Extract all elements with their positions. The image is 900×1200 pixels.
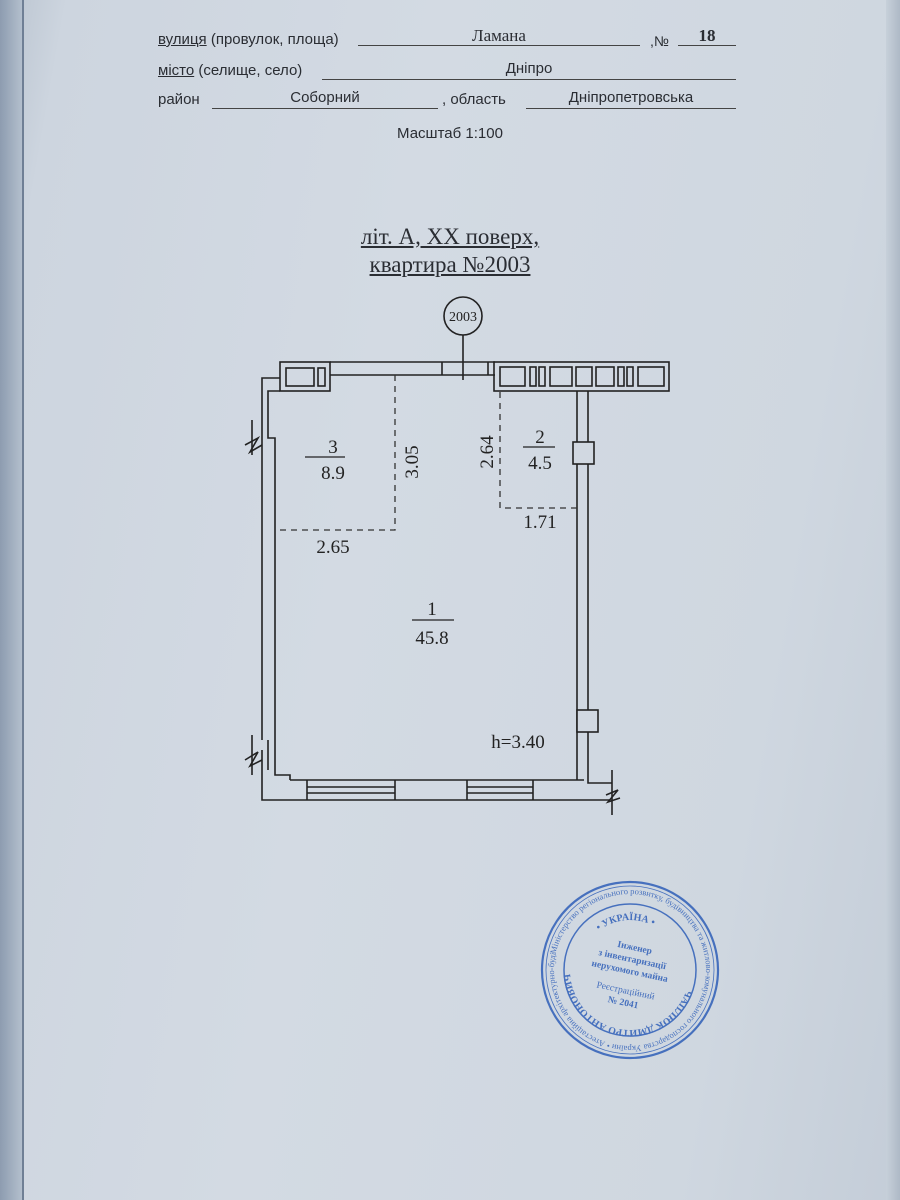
engineer-stamp: Міністерство регіонального розвитку, буд… <box>0 0 900 1070</box>
street-label-rest: (провулок, площа) <box>206 31 339 48</box>
plan-title-line1: літ. А, XX поверх, <box>360 224 540 249</box>
room1-number: 1 <box>427 599 437 620</box>
room3-width-dim: 2.65 <box>316 537 349 558</box>
column-right-upper <box>572 441 595 465</box>
region-label: , область <box>442 91 506 108</box>
district-field: Соборний <box>212 89 438 109</box>
wall-block-top-left <box>279 361 331 392</box>
room1-area: 45.8 <box>415 628 448 649</box>
region-field: Дніпропетровська <box>526 89 736 109</box>
room3-area: 8.9 <box>321 463 345 484</box>
plan-title-line2: квартира №2003 <box>369 252 531 277</box>
binding-edge <box>0 0 22 1200</box>
number-field: 18 <box>678 26 736 46</box>
stamp-country: • УКРАЇНА • <box>593 903 658 944</box>
number-label: ,№ <box>650 33 669 49</box>
svg-text:Міністерство регіонального роз: Міністерство регіонального розвитку, буд… <box>0 0 900 1070</box>
apartment-marker-label: 2003 <box>449 310 477 325</box>
svg-text:• УКРАЇНА •: • УКРАЇНА • <box>593 903 658 944</box>
column-right-lower <box>576 709 599 733</box>
room2-area: 4.5 <box>528 453 552 474</box>
scale-label: Масштаб 1:100 <box>397 125 503 142</box>
stamp-outer-text: Міністерство регіонального розвитку, буд… <box>0 0 900 1070</box>
room2-width-dim: 1.71 <box>523 512 556 533</box>
city-label-main: місто <box>158 62 195 79</box>
district-label: район <box>158 91 200 108</box>
room2-length-dim: 2.64 <box>477 435 498 469</box>
street-label: вулиця (провулок, площа) <box>158 31 339 48</box>
room3-number: 3 <box>328 437 338 458</box>
ceiling-height: h=3.40 <box>491 732 544 753</box>
city-label: місто (селище, село) <box>158 62 302 79</box>
page-edge <box>886 0 900 1200</box>
city-field: Дніпро <box>322 60 736 80</box>
street-label-main: вулиця <box>158 31 207 48</box>
wall-block-top-right <box>493 361 670 392</box>
room3-boundary <box>275 375 396 531</box>
room3-length-dim: 3.05 <box>402 445 423 478</box>
binding-line <box>22 0 24 1200</box>
room2-boundary <box>499 392 577 509</box>
room2-number: 2 <box>535 427 545 448</box>
street-field: Ламана <box>358 26 640 46</box>
city-label-rest: (селище, село) <box>194 62 303 79</box>
